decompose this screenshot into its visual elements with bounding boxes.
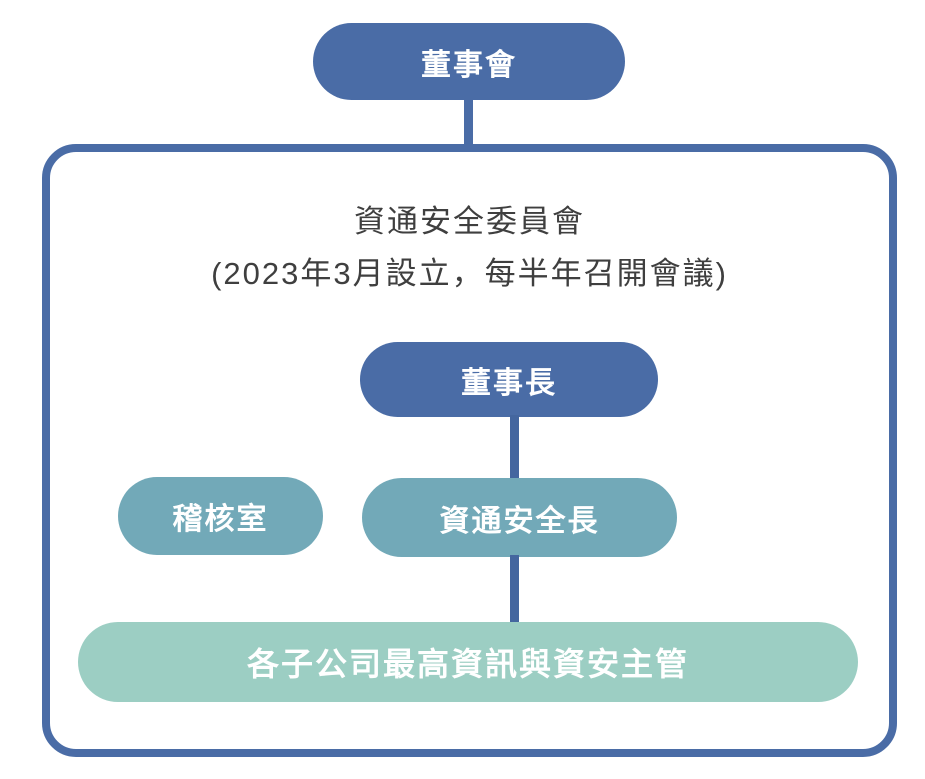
committee-box-border — [42, 144, 897, 757]
subsidiaries-security-heads-label: 各子公司最高資訊與資安主管 — [246, 646, 689, 682]
committee-subtitle: (2023年3月設立，每半年召開會議) — [211, 256, 728, 291]
connector-board-to-committee — [464, 98, 473, 148]
connector-ciso-to-subsidiaries — [510, 555, 519, 624]
chairman-label: 董事長 — [461, 366, 557, 400]
committee-title: 資通安全委員會 — [354, 204, 585, 239]
subsidiaries-security-heads-node: 各子公司最高資訊與資安主管 — [78, 622, 858, 702]
ciso-node: 資通安全長 — [362, 478, 677, 557]
chairman-node: 董事長 — [360, 342, 658, 417]
connector-chairman-to-ciso — [510, 415, 519, 480]
ciso-label: 資通安全長 — [439, 504, 600, 538]
audit-office-node: 稽核室 — [118, 477, 323, 555]
audit-office-label: 稽核室 — [172, 503, 269, 536]
board-of-directors-label: 董事會 — [421, 48, 517, 82]
board-of-directors-node: 董事會 — [313, 23, 625, 100]
